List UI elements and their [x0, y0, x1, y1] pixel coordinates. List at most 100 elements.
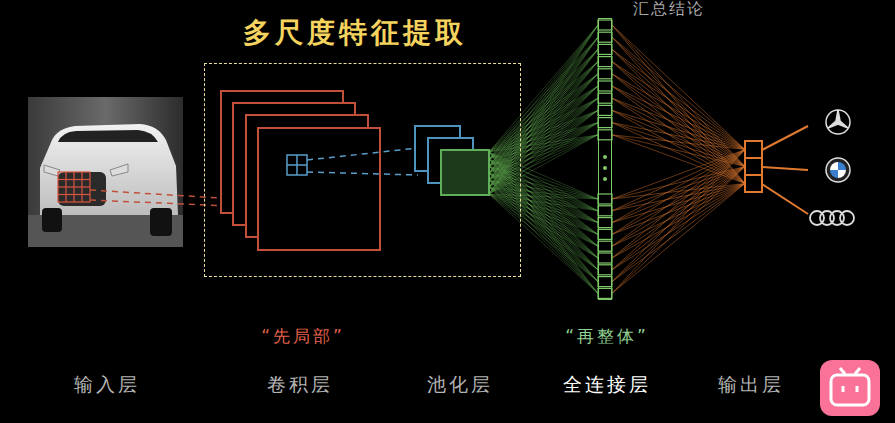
output-connection	[612, 110, 745, 183]
output-connection	[612, 49, 745, 166]
output-connection	[612, 86, 745, 150]
stage-note: “先局部”	[261, 325, 345, 348]
fc-connection	[489, 49, 598, 187]
fc-neuron	[598, 218, 612, 228]
fc-connection	[489, 25, 598, 194]
output-connection	[612, 167, 745, 247]
output-connection	[612, 62, 745, 167]
audi-logo	[810, 211, 854, 225]
output-connection	[612, 167, 745, 282]
car-grille	[58, 172, 106, 206]
fc-connection	[489, 187, 598, 234]
fc-neurons	[598, 20, 612, 298]
output-connection	[612, 167, 745, 294]
ellipsis-dots	[603, 155, 607, 181]
fc-connection	[489, 25, 598, 173]
rect-shape	[745, 158, 762, 175]
rect-shape	[58, 172, 90, 202]
fc-connection	[489, 194, 598, 234]
output-connection	[612, 37, 745, 183]
fc-connection	[489, 187, 598, 293]
line-shape	[58, 186, 90, 187]
fc-neuron	[598, 130, 612, 140]
output-connection	[612, 62, 745, 150]
fc-connection	[489, 187, 598, 258]
fc-connection	[489, 110, 598, 194]
rect-shape	[745, 175, 762, 192]
car-photo	[28, 97, 183, 247]
path-shape	[830, 162, 838, 170]
output-connection	[612, 150, 745, 282]
circle-shape	[603, 166, 607, 170]
stage-note: “再整体”	[565, 325, 649, 348]
path-shape	[828, 110, 848, 128]
output-connection	[612, 25, 745, 167]
line-shape	[58, 179, 90, 180]
fc-neuron	[598, 93, 612, 103]
bilibili-badge	[820, 360, 880, 416]
fc-neuron	[598, 32, 612, 42]
output-connection	[612, 123, 745, 167]
fc-neuron	[598, 81, 612, 91]
fc-connection	[489, 173, 598, 246]
conv-kernel	[287, 155, 307, 175]
fc-connection	[489, 135, 598, 194]
output-connection	[612, 25, 745, 184]
rect-shape	[831, 375, 869, 405]
output-connection	[612, 184, 745, 294]
output-connection	[612, 74, 745, 167]
path-shape	[838, 170, 846, 178]
path-shape	[838, 162, 846, 170]
fc-connection	[489, 194, 598, 246]
line-shape	[762, 184, 808, 214]
fc-neuron	[598, 69, 612, 79]
layer-name: 池化层	[427, 372, 493, 398]
fc-connection	[489, 25, 598, 187]
projection-lines	[307, 148, 418, 175]
fc-connection	[489, 49, 598, 194]
fc-connection	[489, 123, 598, 194]
line-shape	[307, 172, 418, 175]
fc-neuron	[598, 229, 612, 239]
output-connection	[612, 184, 745, 247]
fc-neuron	[598, 57, 612, 67]
fc-neuron	[598, 20, 612, 30]
rect-shape	[820, 360, 880, 416]
output-connection	[612, 184, 745, 282]
fc-connection	[489, 187, 598, 223]
fc-connection	[489, 194, 598, 293]
output-connection	[612, 167, 745, 270]
layer-name: 输出层	[718, 372, 784, 398]
photo-ground	[28, 97, 183, 247]
rect-shape	[287, 155, 307, 175]
output-lines	[762, 126, 808, 214]
circle-shape	[826, 158, 850, 182]
fc-connection	[489, 62, 598, 194]
car-wheel	[150, 208, 172, 236]
line-shape	[856, 386, 859, 392]
layer-name: 输入层	[74, 372, 140, 398]
fc-neuron	[598, 277, 612, 287]
fc-connection	[489, 86, 598, 194]
output-connection	[612, 62, 745, 184]
circle-shape	[603, 177, 607, 181]
fc-neuron	[598, 105, 612, 115]
output-connection	[612, 150, 745, 294]
fc-neuron	[598, 265, 612, 275]
line-shape	[287, 164, 307, 166]
car-headlight	[110, 164, 128, 176]
path-shape	[830, 170, 838, 178]
car-body	[40, 124, 178, 215]
fc-neuron	[598, 206, 612, 216]
pool-maps	[415, 126, 489, 195]
output-connection	[612, 86, 745, 167]
line-shape	[762, 126, 808, 150]
fc-connection	[489, 98, 598, 194]
output-connection	[612, 184, 745, 223]
fc-connection	[489, 74, 598, 194]
line-shape	[840, 368, 845, 374]
output-connection	[612, 150, 745, 259]
rect-shape	[441, 150, 489, 195]
circle-shape	[603, 155, 607, 159]
